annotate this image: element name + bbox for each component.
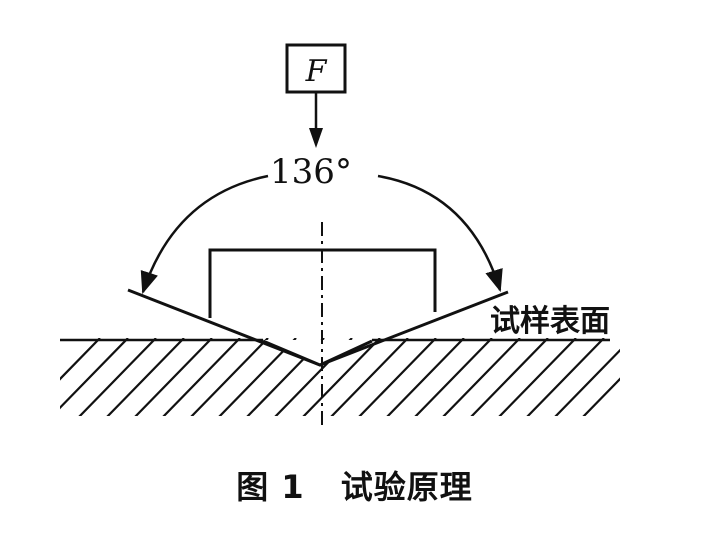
figure-number: 图 1 [236, 468, 305, 506]
angle-arc-right [377, 174, 503, 293]
indentation-void [263, 340, 372, 365]
figure-title: 试验原理 [340, 468, 473, 506]
specimen-surface-label: 试样表面 [490, 304, 610, 339]
specimen-hatching [60, 338, 620, 416]
indentation-outline [262, 339, 373, 367]
angle-label: 136° [270, 152, 352, 192]
force-label: F [305, 54, 328, 89]
angle-arc-left [140, 174, 269, 295]
force-arrow-head [309, 128, 323, 148]
figure-caption: 图 1 试验原理 [0, 462, 709, 508]
